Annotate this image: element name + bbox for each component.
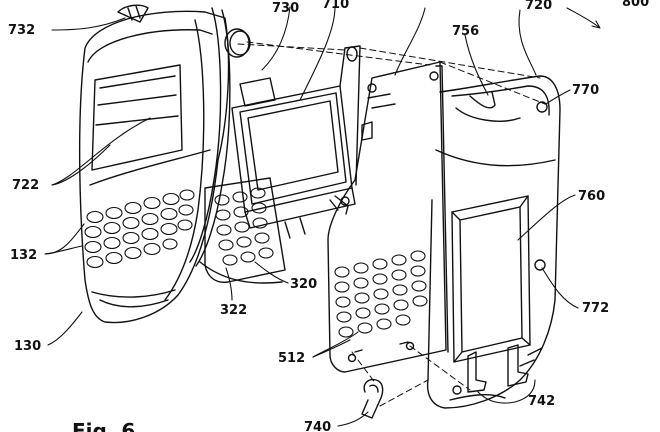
lcd-screen: [248, 101, 338, 190]
front-housing: [80, 5, 229, 322]
rear-housing: [428, 76, 560, 408]
reference-labels: 732 730 710 720 800 756 770 722 760 132 …: [8, 0, 649, 432]
label-772: 772: [582, 301, 609, 316]
figure-caption: Fig. 6: [72, 419, 135, 432]
label-512: 512: [278, 351, 305, 366]
label-320: 320: [290, 277, 317, 292]
spring-clip: [362, 380, 383, 418]
label-800: 800: [622, 0, 649, 10]
label-756: 756: [452, 24, 479, 39]
circuit-board: [328, 62, 448, 372]
label-132: 132: [10, 248, 37, 263]
label-322: 322: [220, 303, 247, 318]
label-760: 760: [578, 189, 605, 204]
label-742: 742: [528, 394, 555, 409]
label-130: 130: [14, 339, 41, 354]
thumbwheel: [225, 29, 250, 57]
side-rail: [190, 8, 230, 266]
front-keypad: [85, 190, 194, 268]
label-770: 770: [572, 83, 599, 98]
label-730: 730: [272, 1, 299, 16]
label-710: 710: [322, 0, 349, 12]
battery: [452, 196, 530, 362]
label-732: 732: [8, 23, 35, 38]
leader-lines: [45, 7, 600, 426]
display-module: [232, 46, 360, 238]
label-722: 722: [12, 178, 39, 193]
label-740: 740: [304, 420, 331, 432]
label-720: 720: [525, 0, 552, 13]
